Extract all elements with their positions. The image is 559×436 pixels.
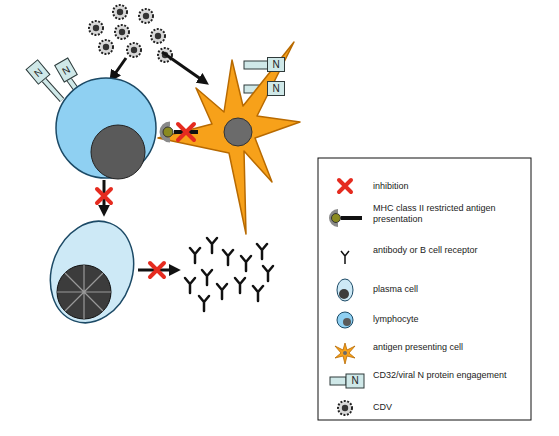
receptor-label: N bbox=[32, 65, 45, 78]
antibody bbox=[199, 296, 209, 311]
receptor-box: N bbox=[267, 81, 285, 96]
apc-nucleus bbox=[224, 118, 252, 146]
legend-icon-mhc bbox=[331, 211, 362, 225]
mhc-presentation bbox=[162, 124, 198, 140]
receptor-stalk bbox=[244, 61, 268, 69]
virus-particle bbox=[89, 21, 103, 35]
legend-text: antibody or B cell receptor bbox=[373, 245, 513, 256]
antibody bbox=[207, 238, 217, 253]
antibody bbox=[263, 266, 273, 281]
legend-icon-lymphocyte bbox=[337, 312, 353, 328]
legend-frame bbox=[318, 158, 531, 420]
legend-text: CD32/viral N protein engagement bbox=[373, 370, 513, 381]
antigen-presenting-cell bbox=[158, 42, 300, 234]
receptor-stalk bbox=[44, 80, 62, 100]
virus-cluster bbox=[89, 5, 172, 62]
receptor-label: N bbox=[60, 63, 72, 76]
antibody bbox=[235, 278, 245, 293]
antibody bbox=[202, 270, 212, 285]
receptor-stalk bbox=[44, 80, 62, 100]
receptor-label: N bbox=[272, 83, 279, 94]
antibody bbox=[217, 284, 227, 299]
antibody bbox=[257, 244, 267, 259]
virus-particle bbox=[127, 43, 141, 57]
legend-text: MHC class II restricted antigen presenta… bbox=[373, 203, 513, 225]
legend-icon-inhibition bbox=[339, 180, 351, 192]
apc bbox=[335, 343, 355, 364]
legend-icon-plasma bbox=[337, 279, 353, 301]
receptor-box: N bbox=[54, 57, 78, 82]
chromatin bbox=[57, 265, 111, 319]
antibody bbox=[223, 250, 233, 265]
legend-icon-antibody bbox=[341, 251, 349, 264]
legend-text: lymphocyte bbox=[373, 314, 513, 325]
mhc-bar bbox=[341, 216, 362, 220]
legend-text: inhibition bbox=[373, 181, 513, 192]
virus-particle bbox=[113, 5, 127, 19]
legend-icon-receptor-stalk bbox=[330, 377, 346, 385]
legend-text: CDV bbox=[373, 402, 513, 413]
nucleus bbox=[343, 318, 351, 326]
virus-particle bbox=[99, 40, 113, 54]
antibody bbox=[190, 248, 200, 263]
infection-arrow bbox=[162, 52, 205, 82]
virus-particle bbox=[139, 9, 153, 23]
plasma-nucleus bbox=[57, 265, 111, 319]
infection-arrow bbox=[112, 58, 126, 78]
virus-particle bbox=[151, 29, 165, 43]
lymphocyte bbox=[337, 312, 353, 328]
antigen bbox=[163, 127, 173, 137]
lymphocyte bbox=[56, 78, 156, 178]
antibody bbox=[253, 286, 263, 301]
legend-text: antigen presenting cell bbox=[373, 342, 513, 353]
nucleus bbox=[57, 265, 111, 319]
receptor-label: N bbox=[272, 59, 279, 70]
nucleus bbox=[343, 351, 347, 355]
antibody bbox=[241, 256, 251, 271]
inhibition-x bbox=[97, 189, 111, 203]
receptor-label: N bbox=[346, 374, 364, 388]
legend-icon-apc bbox=[335, 343, 355, 364]
virus-particle bbox=[115, 25, 129, 39]
antigen bbox=[332, 214, 341, 223]
legend-icon-cdv bbox=[338, 401, 352, 415]
antibody bbox=[185, 278, 195, 293]
plasma-cell bbox=[37, 209, 148, 334]
legend-icon-receptor bbox=[346, 374, 364, 388]
nucleus bbox=[339, 289, 349, 299]
inhibition-x bbox=[150, 263, 164, 277]
legend-text: plasma cell bbox=[373, 284, 513, 295]
antibodies bbox=[185, 238, 273, 311]
inhibition-x bbox=[178, 124, 194, 140]
lymphocyte-nucleus bbox=[91, 125, 145, 179]
receptor-box: N bbox=[267, 57, 285, 72]
plasma-cell bbox=[337, 279, 353, 301]
